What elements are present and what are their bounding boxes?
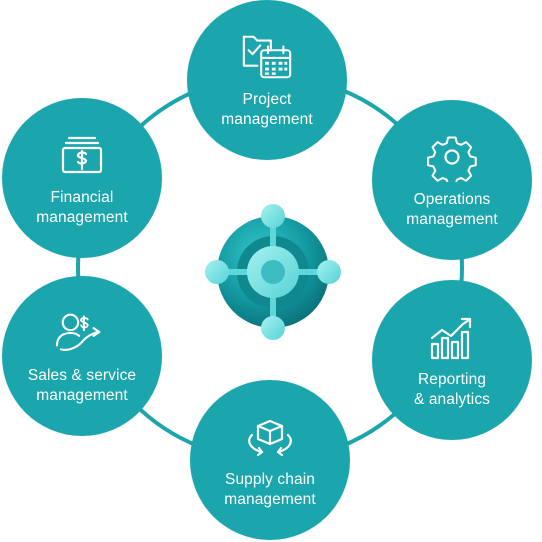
calendar-checklist-icon: [240, 30, 294, 84]
bar-chart-trend-icon: [425, 310, 479, 364]
node-label: Project management: [221, 91, 313, 128]
node-label: Sales & service management: [27, 367, 137, 404]
node-label: Financial management: [36, 189, 128, 226]
node-supply-chain-management: Supply chain management: [190, 380, 350, 540]
business-central-logo-icon: [205, 204, 341, 340]
node-label: Operations management: [406, 191, 498, 228]
gear-icon: [425, 130, 479, 184]
box-cycle-icon: [243, 410, 297, 464]
node-label: Supply chain management: [224, 471, 316, 508]
node-project-management: Project management: [187, 0, 347, 160]
node-label: Reporting & analytics: [413, 371, 491, 408]
person-money-growth-icon: [55, 306, 109, 360]
node-financial-management: Financial management: [2, 98, 162, 258]
node-operations-management: Operations management: [372, 100, 532, 260]
cash-stack-icon: [55, 128, 109, 182]
node-sales-service-management: Sales & service management: [2, 276, 162, 436]
node-reporting-analytics: Reporting & analytics: [372, 280, 532, 440]
